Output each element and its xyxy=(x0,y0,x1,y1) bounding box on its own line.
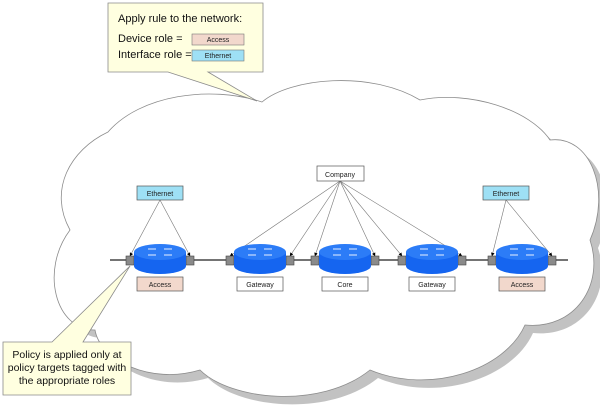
ethernet-tag-left[interactable]: Ethernet xyxy=(136,185,184,201)
role-arrow xyxy=(339,180,376,257)
router-arrows-icon xyxy=(510,248,534,256)
role-arrow xyxy=(129,199,161,257)
role-arrow xyxy=(339,180,403,257)
router-arrows-icon xyxy=(248,248,272,256)
router-role-tag[interactable]: Access xyxy=(136,276,184,292)
role-arrow xyxy=(159,199,191,257)
port-right[interactable] xyxy=(370,255,380,266)
router-top xyxy=(319,244,371,260)
device-role-label: Device role = xyxy=(118,33,183,45)
port-right[interactable] xyxy=(547,255,557,266)
svg-text:Company: Company xyxy=(325,172,355,179)
port-left[interactable] xyxy=(225,255,235,266)
ethernet-tag-right[interactable]: Ethernet xyxy=(482,185,530,201)
router-role-tag[interactable]: Core xyxy=(321,276,369,292)
router-arrows-icon xyxy=(420,248,444,256)
role-arrow xyxy=(229,180,341,257)
device-role-value: Access xyxy=(207,37,230,44)
interface-role-tag xyxy=(191,49,245,62)
bottom-callout-line-2: policy targets tagged with xyxy=(8,362,127,374)
company-tag[interactable]: Company xyxy=(316,165,365,182)
port-left[interactable] xyxy=(397,255,407,266)
router-role-label: Core xyxy=(337,282,352,289)
router-role-label: Gateway xyxy=(246,282,274,289)
router-role-tag[interactable]: Access xyxy=(498,276,546,292)
bottom-callout-line-3: the appropriate roles xyxy=(19,375,115,387)
router-4[interactable]: Gateway xyxy=(397,244,467,292)
router-5[interactable]: Access xyxy=(487,244,557,292)
interface-role-label: Interface role = xyxy=(118,49,192,61)
svg-text:Ethernet: Ethernet xyxy=(493,191,520,198)
router-2[interactable]: Gateway xyxy=(225,244,295,292)
svg-text:Ethernet: Ethernet xyxy=(147,191,174,198)
bottom-callout-line-1: Policy is applied only at xyxy=(12,349,121,361)
router-role-tag[interactable]: Gateway xyxy=(408,276,456,292)
top-callout: Apply rule to the network: Device role =… xyxy=(107,2,264,102)
router-role-label: Gateway xyxy=(418,282,446,289)
top-callout-title: Apply rule to the network: xyxy=(118,13,242,25)
role-arrow xyxy=(505,199,553,257)
role-arrow xyxy=(491,199,507,257)
router-role-tag[interactable]: Gateway xyxy=(236,276,284,292)
port-right[interactable] xyxy=(457,255,467,266)
router-role-label: Access xyxy=(149,282,172,289)
router-top xyxy=(406,244,458,260)
port-right[interactable] xyxy=(185,255,195,266)
router-3[interactable]: Core xyxy=(310,244,380,292)
device-role-tag xyxy=(191,33,245,46)
router-1[interactable]: Access xyxy=(125,244,195,292)
router-role-label: Access xyxy=(511,282,534,289)
role-arrow xyxy=(314,180,341,257)
role-arrow xyxy=(339,180,463,257)
role-arrow xyxy=(289,180,341,257)
interface-role-value: Ethernet xyxy=(205,53,232,60)
router-top xyxy=(234,244,286,260)
router-top xyxy=(134,244,186,260)
port-right[interactable] xyxy=(285,255,295,266)
port-left[interactable] xyxy=(310,255,320,266)
router-arrows-icon xyxy=(148,248,172,256)
router-top xyxy=(496,244,548,260)
port-left[interactable] xyxy=(125,255,135,266)
port-left[interactable] xyxy=(487,255,497,266)
router-arrows-icon xyxy=(333,248,357,256)
bottom-callout: Policy is applied only at policy targets… xyxy=(2,265,132,396)
role-arrows xyxy=(129,180,553,257)
